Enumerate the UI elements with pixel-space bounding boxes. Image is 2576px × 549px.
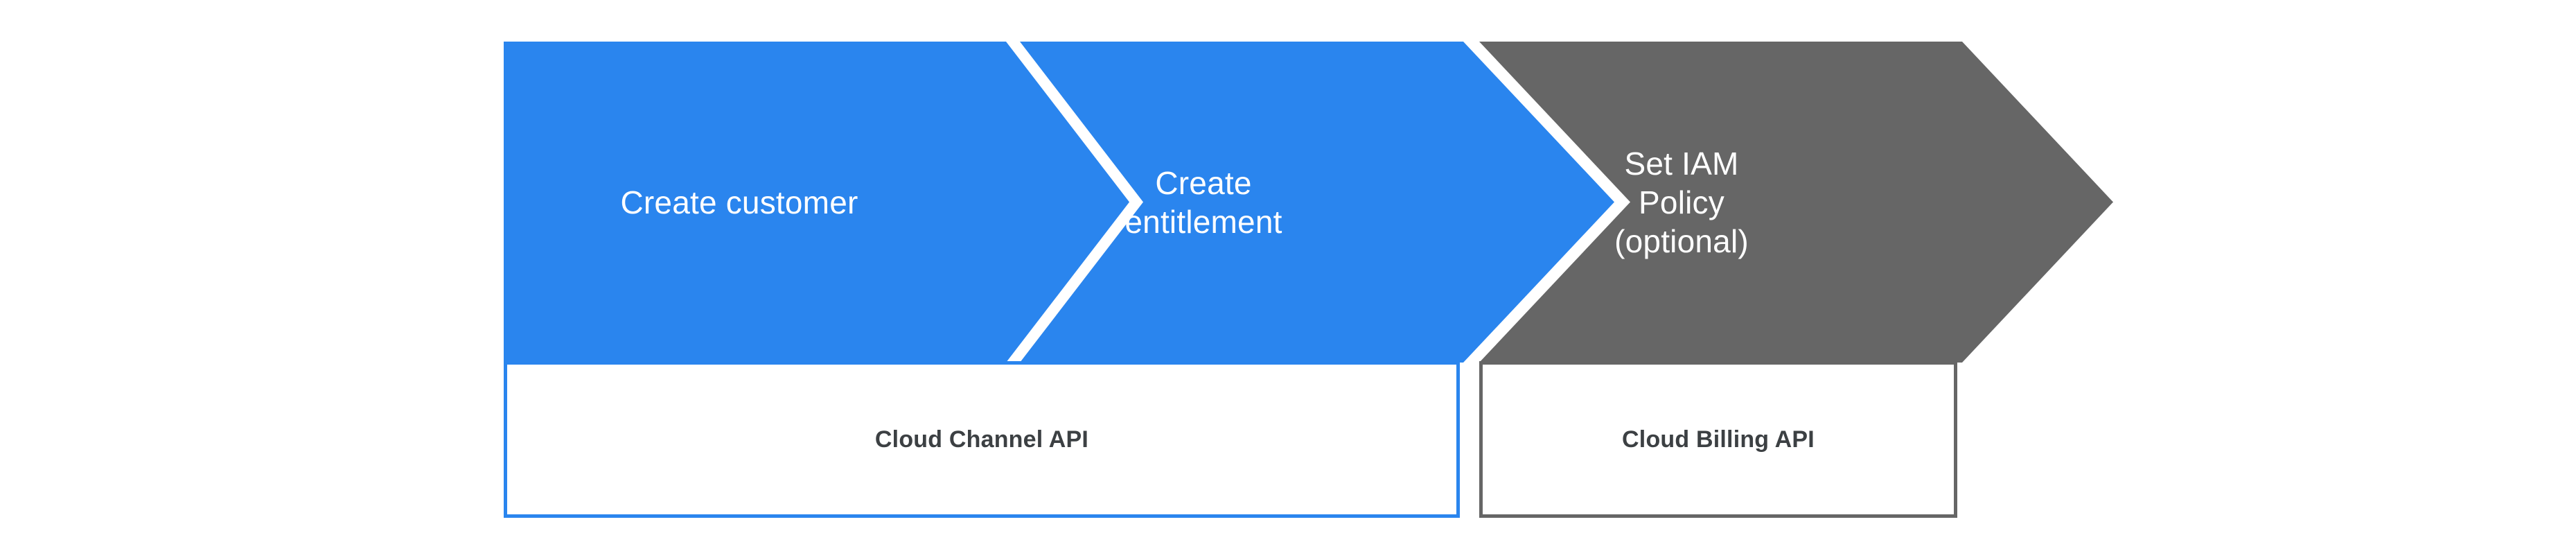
chevron-band: Create customer Create entitlement Set I… xyxy=(504,42,2118,363)
api-group-cloud-billing-api[interactable]: Cloud Billing API xyxy=(1479,361,1957,518)
chevron-shapes-svg xyxy=(504,42,2113,363)
api-group-label-cloud-channel-api: Cloud Channel API xyxy=(874,426,1089,453)
chevron-shape-create-customer[interactable] xyxy=(504,42,1129,363)
api-group-label-cloud-billing-api: Cloud Billing API xyxy=(1622,426,1815,453)
api-group-cloud-channel-api[interactable]: Cloud Channel API xyxy=(504,361,1460,518)
chevron-shape-create-entitlement[interactable] xyxy=(1020,42,1614,363)
chevron-shape-set-iam-policy[interactable] xyxy=(1479,42,2113,363)
